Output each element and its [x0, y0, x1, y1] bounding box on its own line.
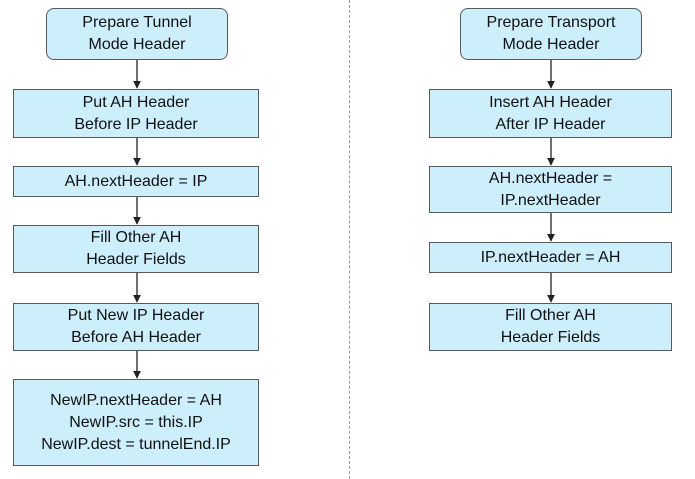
tunnel-step-put-ah-before-ip: Put AH Header Before IP Header: [13, 89, 259, 138]
transport-step-ah-nextheader: AH.nextHeader = IP.nextHeader: [429, 166, 672, 213]
tunnel-step-fill-ah-fields: Fill Other AH Header Fields: [13, 225, 259, 273]
transport-step-prepare-header: Prepare Transport Mode Header: [460, 8, 642, 60]
transport-step-fill-ah-fields: Fill Other AH Header Fields: [429, 303, 672, 351]
transport-step-insert-ah-after-ip: Insert AH Header After IP Header: [429, 89, 672, 138]
tunnel-step-put-new-ip: Put New IP Header Before AH Header: [13, 303, 259, 351]
column-divider: [349, 0, 350, 479]
tunnel-step-ah-nextheader: AH.nextHeader = IP: [13, 166, 259, 197]
tunnel-step-prepare-header: Prepare Tunnel Mode Header: [46, 8, 228, 60]
tunnel-step-set-new-ip-fields: NewIP.nextHeader = AH NewIP.src = this.I…: [13, 379, 259, 466]
transport-step-ip-nextheader: IP.nextHeader = AH: [429, 242, 672, 273]
